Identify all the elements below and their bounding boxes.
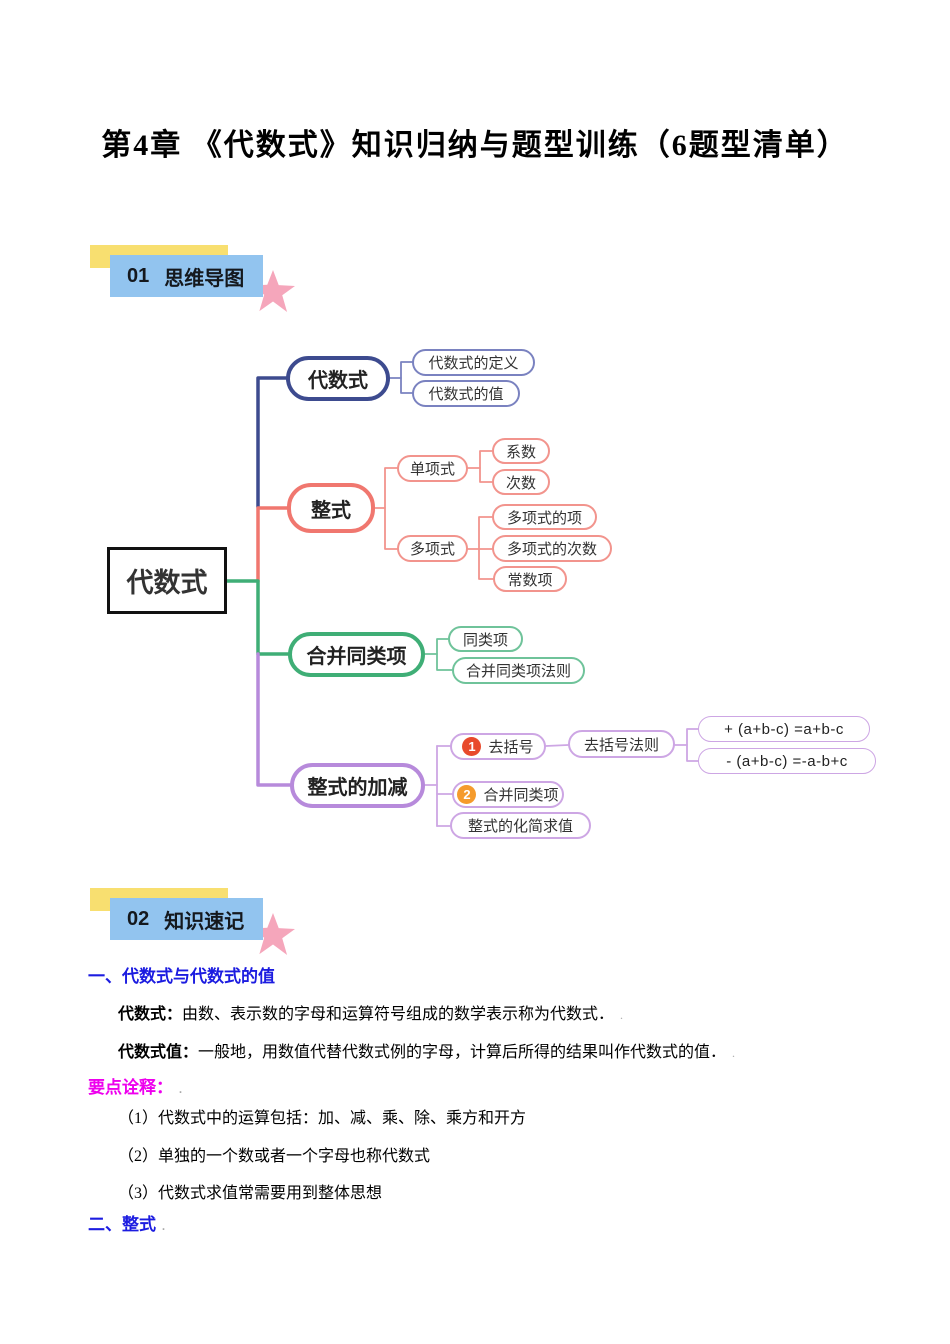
mindmap-leaf-poly-terms: 多项式的项 <box>492 504 597 530</box>
heading-text: 二、整式 <box>88 1215 156 1234</box>
hidden-mark: . <box>179 1082 182 1096</box>
mindmap-branch-algebraic: 代数式 <box>286 356 390 401</box>
combine-step-label: 合并同类项 <box>483 787 559 804</box>
mindmap-leaf-coefficient: 系数 <box>492 438 550 464</box>
heading-text: 要点诠释： <box>88 1078 173 1097</box>
mindmap-node-monomial: 单项式 <box>397 455 468 482</box>
section-label: 思维导图 <box>164 267 245 290</box>
badge-1-icon: 1 <box>462 737 482 756</box>
mindmap-branch-combine-like-terms: 合并同类项 <box>288 632 425 677</box>
def-term: 代数式值： <box>118 1044 199 1061</box>
point-text: （2）单独的一个数或者一个字母也称代数式 <box>118 1148 431 1165</box>
mindmap-node-combine-step: 2 合并同类项 <box>452 781 564 808</box>
knowledge-def-algebraic: 代数式：由数、表示数的字母和运算符号组成的数学表示称为代数式．. <box>118 1000 918 1024</box>
mindmap-leaf-value: 代数式的值 <box>412 380 520 407</box>
mindmap-branch-integral: 整式 <box>287 483 375 533</box>
header-blue-box: 02 知识速记 <box>110 898 263 940</box>
knowledge-key-points-heading: 要点诠释：. <box>88 1073 888 1098</box>
knowledge-heading-2: 二、整式. <box>88 1210 888 1235</box>
mindmap-leaf-definition: 代数式的定义 <box>412 349 535 376</box>
def-body: 一般地，用数值代替代数式例的字母，计算后所得的结果叫作代数式的值． <box>198 1044 727 1061</box>
mindmap-node-polynomial: 多项式 <box>397 535 468 562</box>
remove-brackets-label: 去括号 <box>488 739 534 756</box>
mindmap-node-remove-brackets: 1 去括号 <box>450 733 546 760</box>
mindmap-formula-minus: - (a+b-c) =-a-b+c <box>698 748 876 774</box>
mindmap-formula-plus: + (a+b-c) =a+b-c <box>698 716 870 742</box>
mindmap-leaf-simplify-evaluate: 整式的化简求值 <box>450 812 591 839</box>
mindmap-branch-add-subtract: 整式的加减 <box>290 763 425 808</box>
mindmap-node-bracket-rule: 去括号法则 <box>568 730 675 758</box>
knowledge-point-1: （1）代数式中的运算包括：加、减、乘、除、乘方和开方 <box>118 1104 918 1128</box>
mindmap-leaf-poly-degree: 多项式的次数 <box>492 535 612 562</box>
hidden-mark: . <box>620 1008 624 1022</box>
hidden-mark: . <box>162 1219 165 1233</box>
knowledge-heading-1: 一、代数式与代数式的值 <box>88 962 888 987</box>
mindmap-leaf-constant-term: 常数项 <box>493 566 567 592</box>
mindmap-leaf-combine-rule: 合并同类项法则 <box>452 657 585 684</box>
section-number: 01 <box>127 264 150 287</box>
header-blue-box: 01 思维导图 <box>110 255 263 297</box>
mindmap-leaf-degree: 次数 <box>492 469 550 495</box>
def-body: 由数、表示数的字母和运算符号组成的数学表示称为代数式． <box>182 1006 615 1023</box>
point-text: （3）代数式求值常需要用到整体思想 <box>118 1185 383 1202</box>
knowledge-point-2: （2）单独的一个数或者一个字母也称代数式 <box>118 1142 918 1166</box>
section-header-02: 02 知识速记 <box>88 881 318 956</box>
section-number: 02 <box>127 907 150 930</box>
section-header-01: 01 思维导图 <box>88 238 318 313</box>
knowledge-def-value: 代数式值：一般地，用数值代替代数式例的字母，计算后所得的结果叫作代数式的值．. <box>118 1038 918 1062</box>
knowledge-point-3: （3）代数式求值常需要用到整体思想 <box>118 1179 918 1203</box>
badge-2-icon: 2 <box>457 785 477 804</box>
mindmap-leaf-like-terms: 同类项 <box>448 626 523 652</box>
mindmap-root-node: 代数式 <box>107 547 227 614</box>
hidden-mark: . <box>732 1046 736 1060</box>
section-label: 知识速记 <box>164 910 245 933</box>
heading-text: 一、代数式与代数式的值 <box>88 967 275 986</box>
page-title: 第4章 《代数式》知识归纳与题型训练（6题型清单） <box>101 129 849 162</box>
def-term: 代数式： <box>118 1006 183 1023</box>
point-text: （1）代数式中的运算包括：加、减、乘、除、乘方和开方 <box>118 1110 527 1127</box>
